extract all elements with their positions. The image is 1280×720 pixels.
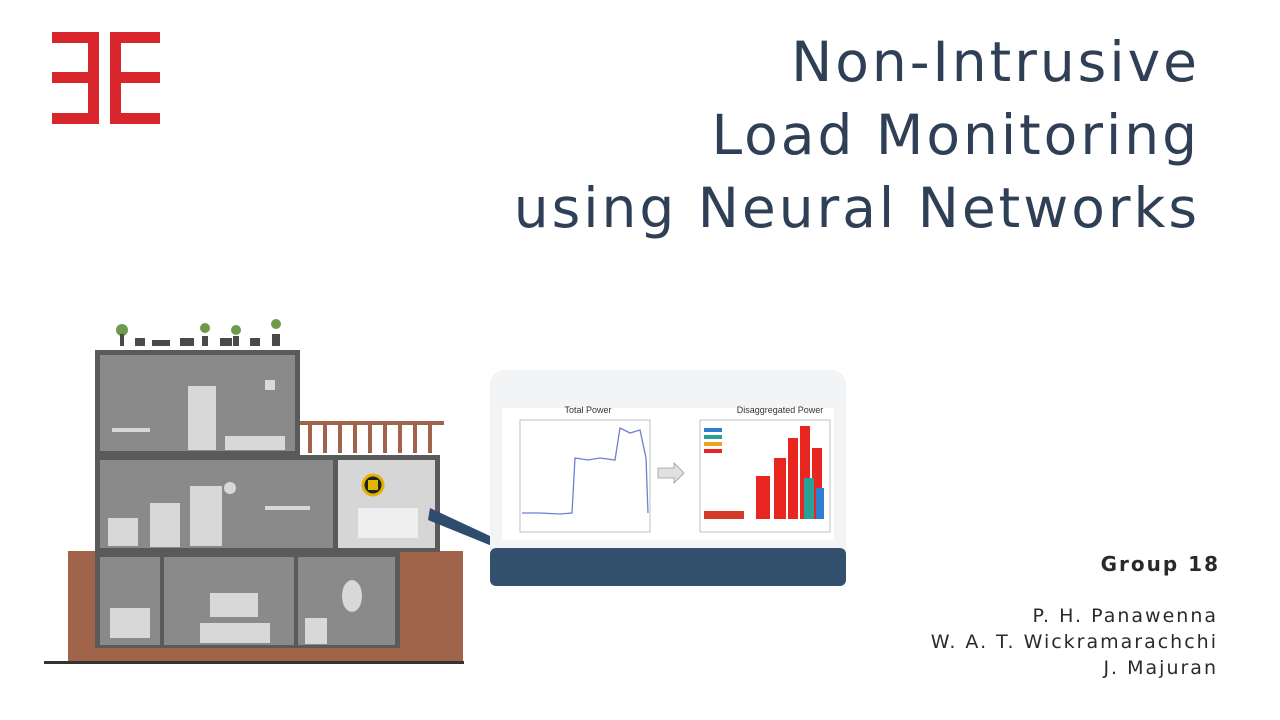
disaggregated-bars <box>704 426 824 519</box>
left-chart-title: Total Power <box>564 405 611 415</box>
authors-list: P. H. Panawenna W. A. T. Wickramarachchi… <box>931 603 1218 681</box>
faculty-logo-icon <box>52 32 160 124</box>
author-2: W. A. T. Wickramarachchi <box>930 631 1218 653</box>
kitchen-furniture <box>108 482 310 547</box>
title-line-3: using Neural Networks <box>513 176 1200 240</box>
title-line-1: Non-Intrusive <box>791 30 1200 94</box>
group-label: Group 18 <box>1100 552 1220 576</box>
right-chart-title: Disaggregated Power <box>737 405 824 415</box>
balcony-railing <box>300 421 444 453</box>
author-3: J. Majuran <box>1103 657 1218 679</box>
rooftop-plants-icon <box>116 319 281 346</box>
title-line-2: Load Monitoring <box>711 103 1200 167</box>
bedroom-furniture <box>112 380 285 450</box>
monitor-screen: Total Power Disaggregated Power <box>490 370 846 586</box>
slide-title: Non-Intrusive Load Monitoring using Neur… <box>300 26 1200 245</box>
author-1: P. H. Panawenna <box>1032 605 1218 627</box>
house-monitoring-illustration: Total Power Disaggregated Power <box>44 319 846 664</box>
pointing-arm <box>428 508 492 546</box>
basement-furniture <box>110 580 362 644</box>
